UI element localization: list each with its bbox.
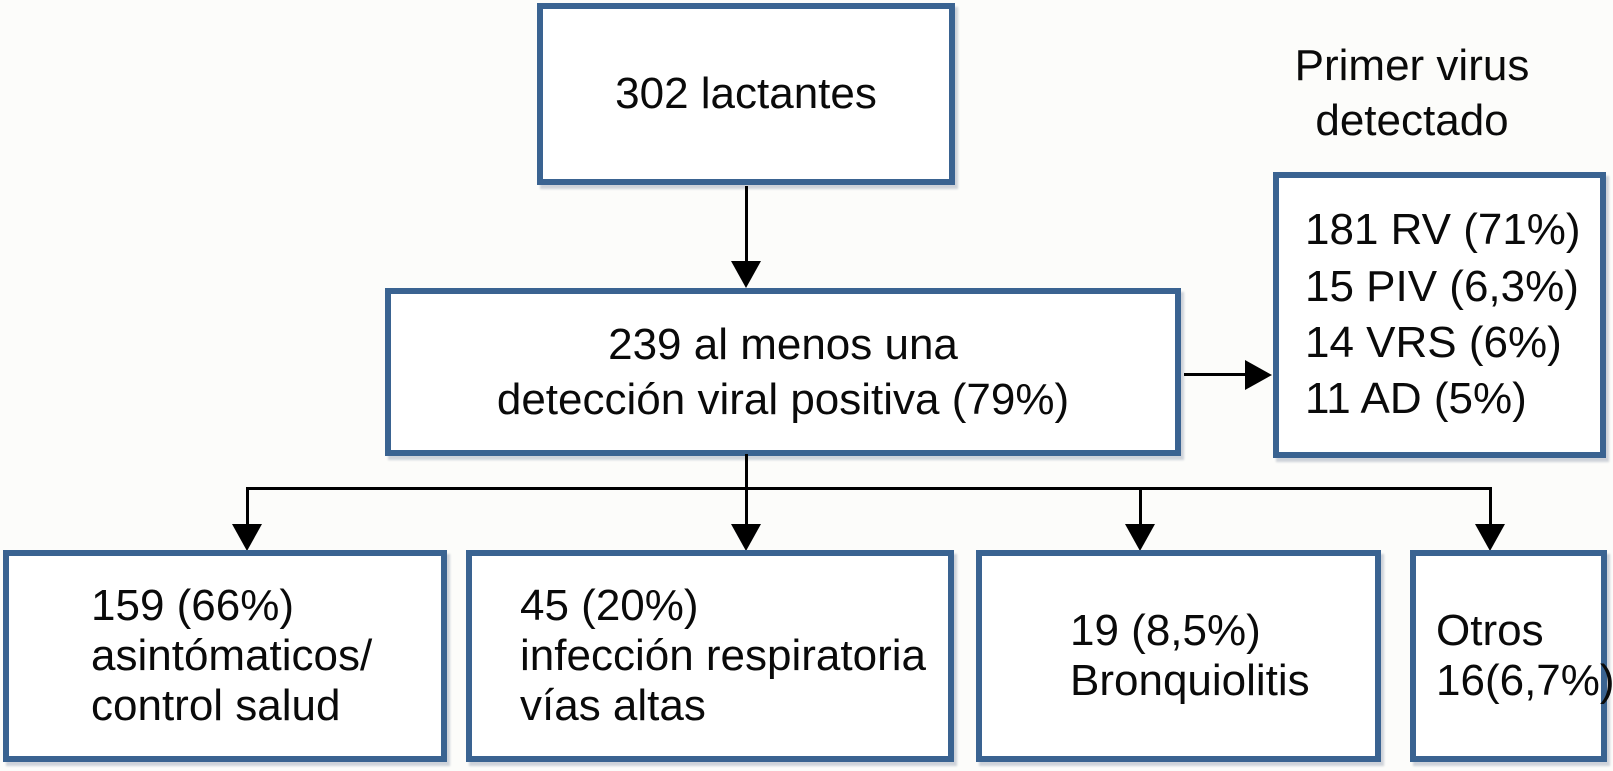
connector-horizontal-line (246, 487, 1492, 490)
arrowhead-down-icon (232, 524, 262, 551)
outcome-2-line-1: 45 (20%) (520, 581, 699, 631)
outcome-2-line-3: vías altas (520, 680, 706, 730)
arrowhead-down-icon (1475, 524, 1505, 551)
outcome-3-line-2: Bronquiolitis (1070, 656, 1310, 705)
arrowhead-down-icon (731, 261, 761, 288)
arrow-middle-to-virus-stem (1184, 373, 1247, 376)
first-virus-label-line-1: Primer virus (1294, 41, 1530, 90)
outcome-4-line-1: Otros (1436, 606, 1544, 656)
arrow-top-to-middle-stem (745, 186, 748, 263)
drop-line-1 (246, 487, 249, 526)
outcome-box-upper-respiratory: 45 (20%) infección respiratoria vías alt… (466, 550, 954, 762)
arrowhead-down-icon (731, 524, 761, 551)
outcome-box-asymptomatic: 159 (66%) asintómaticos/ control salud (3, 550, 447, 762)
outcome-box-others: Otros 16(6,7%) (1410, 550, 1613, 762)
virus-item-piv: 15 PIV (6,3%) (1305, 261, 1579, 311)
virus-item-rv: 181 RV (71%) (1305, 205, 1581, 255)
outcome-3-line-1: 19 (8,5%) (1070, 606, 1261, 656)
first-virus-label: Primer virus detectado (1240, 38, 1584, 149)
first-virus-label-line-2: detectado (1315, 96, 1509, 146)
connector-stem (745, 454, 748, 489)
virus-item-ad: 11 AD (5%) (1305, 374, 1527, 424)
total-infants-box: 302 lactantes (537, 3, 955, 185)
outcome-4-line-2: 16(6,7%) (1436, 656, 1613, 705)
outcome-1-line-1: 159 (66%) (91, 581, 295, 631)
total-infants-label: 302 lactantes (615, 69, 877, 119)
drop-line-2 (745, 487, 748, 526)
first-virus-box: 181 RV (71%) 15 PIV (6,3%) 14 VRS (6%) 1… (1273, 172, 1606, 458)
outcome-1-line-2: asintómaticos/ (91, 631, 373, 681)
positive-detection-line-2: detección viral positiva (79%) (496, 375, 1070, 424)
outcome-1-line-3: control salud (91, 680, 341, 730)
arrowhead-right-icon (1245, 360, 1272, 390)
outcome-box-bronchiolitis: 19 (8,5%) Bronquiolitis (976, 550, 1381, 762)
positive-detection-box: 239 al menos una detección viral positiv… (385, 288, 1181, 456)
virus-item-vrs: 14 VRS (6%) (1305, 318, 1562, 367)
drop-line-4 (1489, 487, 1492, 526)
positive-detection-line-1: 239 al menos una (608, 319, 958, 369)
outcome-2-line-2: infección respiratoria (520, 631, 926, 681)
arrowhead-down-icon (1125, 524, 1155, 551)
drop-line-3 (1139, 487, 1142, 526)
